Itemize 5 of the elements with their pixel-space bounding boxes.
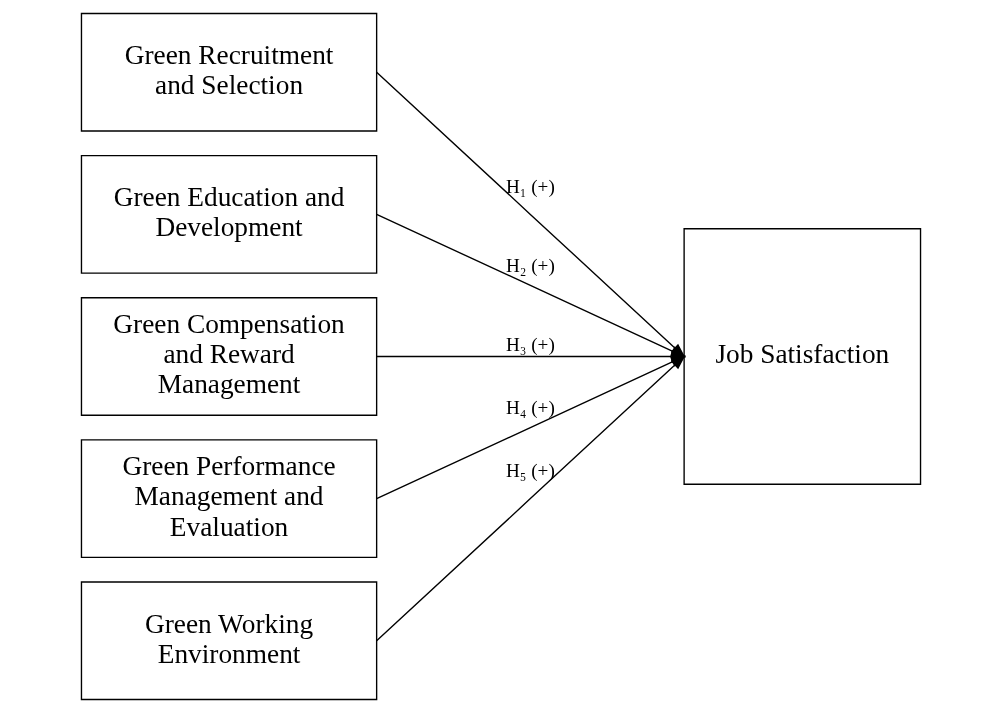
edge-label: H₁ (+): [505, 175, 555, 197]
edge-label: H₃ (+): [505, 334, 555, 356]
edge-label: H₄ (+): [505, 397, 555, 419]
edge-label: H₂ (+): [505, 255, 555, 277]
edge-label: H₅ (+): [505, 460, 555, 482]
